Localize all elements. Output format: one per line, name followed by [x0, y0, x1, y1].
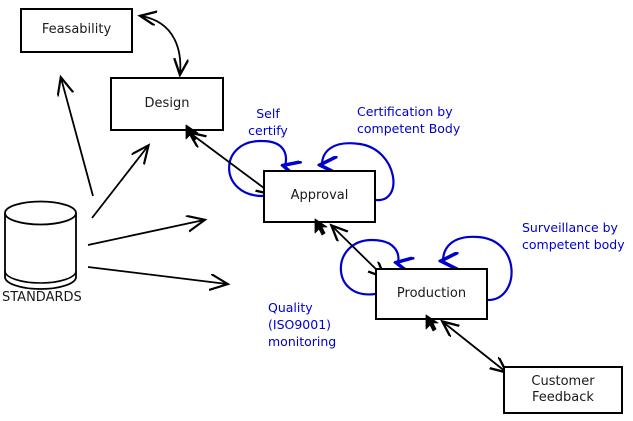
production-surveillance-loop: [443, 235, 513, 302]
node-standards-label: STANDARDS: [2, 290, 82, 305]
edge-standards-design: [91, 146, 148, 219]
edge-feasability-design: [141, 16, 180, 74]
annotation-surveillance-by-competent-body: Surveillance by competent body: [522, 220, 625, 252]
node-production[interactable]: Production: [375, 268, 488, 320]
edge-standards-production: [87, 266, 227, 284]
cursor-arrow-design: [185, 124, 199, 142]
node-production-label: Production: [396, 285, 467, 301]
node-design-label: Design: [144, 95, 190, 111]
edge-standards-feasability: [61, 78, 94, 197]
cursor-arrow-production: [425, 314, 439, 332]
node-approval-label: Approval: [290, 188, 349, 204]
node-design[interactable]: Design: [110, 77, 224, 131]
node-customer-feedback-label: Customer Feedback: [531, 373, 595, 405]
cursor-arrow-approval: [314, 218, 328, 236]
edge-production-customer-feedback: [443, 322, 506, 372]
edge-design-approval: [190, 133, 272, 194]
approval-certification-loop: [322, 142, 395, 202]
node-customer-feedback[interactable]: Customer Feedback: [503, 366, 623, 414]
node-feasability-label: Feasability: [41, 22, 112, 38]
annotation-certification-by-competent-body: Certification by competent Body: [357, 104, 461, 136]
edge-standards-approval: [87, 220, 204, 246]
node-feasability[interactable]: Feasability: [20, 8, 133, 53]
annotation-quality-iso9001-monitoring: Quality (ISO9001) monitoring: [268, 300, 337, 349]
